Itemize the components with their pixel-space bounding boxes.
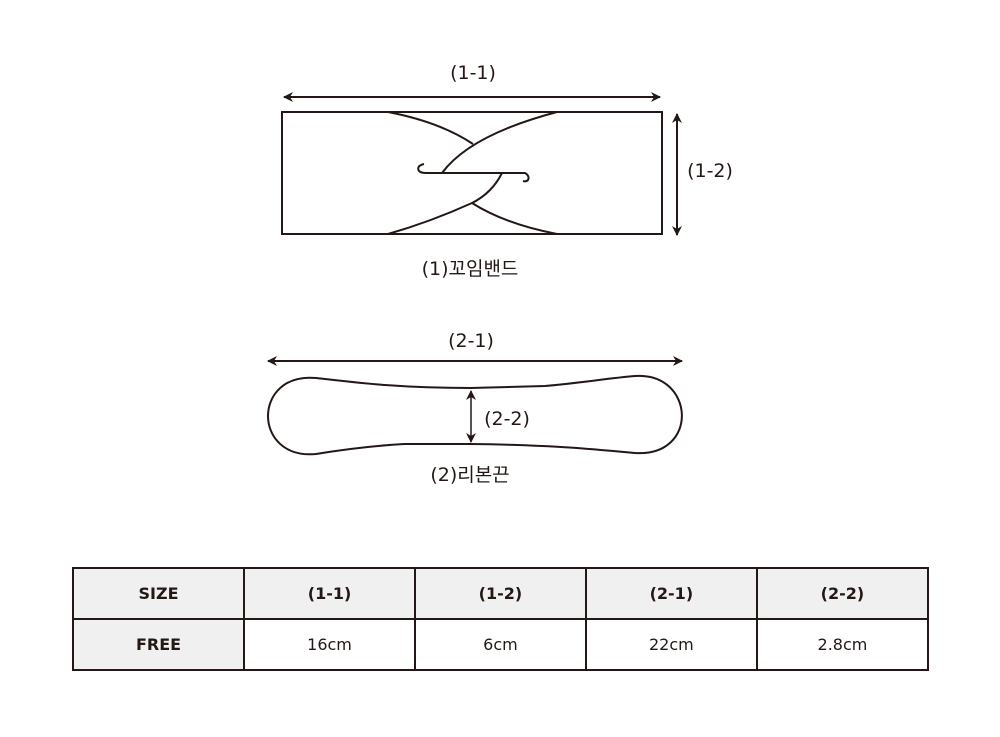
value-cell: 22cm [584, 618, 758, 671]
size-diagram: (1-1) (1-2) (1)꼬임밴드 (2-1) (2-2) (2)리본끈 [267, 62, 733, 486]
header-cell: (2-1) [584, 567, 758, 620]
table-row: FREE 16cm 6cm 22cm 2.8cm [71, 618, 930, 671]
value-cell: 16cm [243, 618, 417, 671]
table-header-row: SIZE (1-1) (1-2) (2-1) (2-2) [71, 567, 930, 620]
header-cell: (1-1) [243, 567, 417, 620]
twist-band-caption: (1)꼬임밴드 [422, 258, 519, 280]
ribbon-strap-drawing [267, 374, 683, 456]
twist-band-drawing [281, 111, 663, 235]
header-cell: SIZE [71, 567, 246, 620]
size-table: SIZE (1-1) (1-2) (2-1) (2-2) FREE 16cm 6… [71, 567, 930, 671]
size-cell: FREE [71, 618, 246, 671]
label-1-2: (1-2) [687, 160, 733, 182]
value-cell: 2.8cm [755, 618, 930, 671]
header-cell: (1-2) [414, 567, 587, 620]
label-2-2: (2-2) [484, 408, 530, 430]
label-1-1: (1-1) [450, 62, 496, 84]
label-2-1: (2-1) [448, 330, 494, 352]
value-cell: 6cm [414, 618, 587, 671]
ribbon-strap-caption: (2)리본끈 [430, 464, 509, 486]
header-cell: (2-2) [755, 567, 930, 620]
